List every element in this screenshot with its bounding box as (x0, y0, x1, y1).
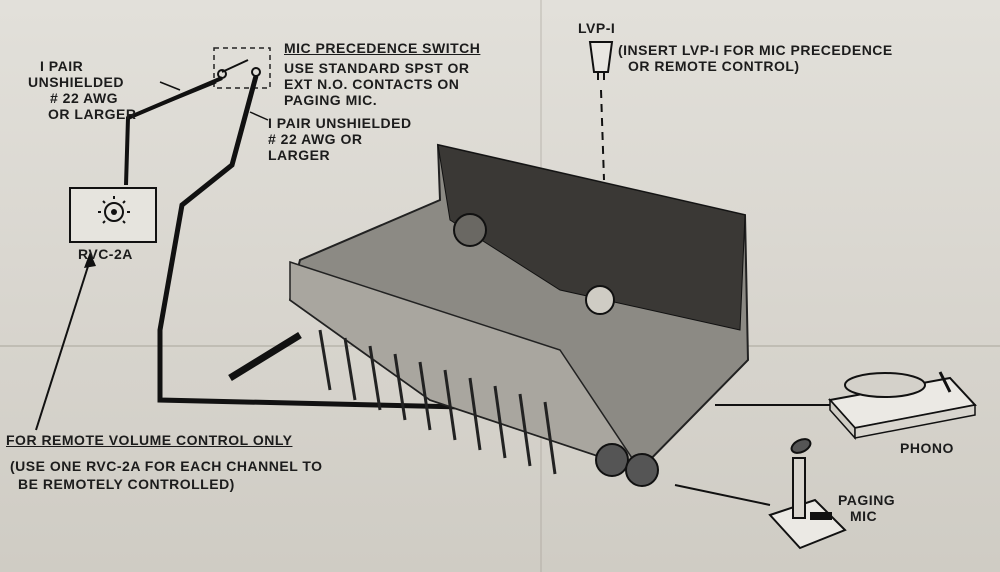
lvp-insert-guide (600, 89, 605, 181)
remote-volume-line2: BE REMOTELY CONTROLLED) (18, 476, 235, 492)
mic-precedence-line1: USE STANDARD SPST OR (284, 60, 470, 76)
lvp-title: LVP-I (578, 20, 616, 36)
switch-contact-right (251, 67, 261, 77)
rvc-rays (98, 196, 130, 224)
lvp-note-line1: (INSERT LVP-I FOR MIC PRECEDENCE (618, 42, 893, 58)
remote-volume-title: FOR REMOTE VOLUME CONTROL ONLY (6, 432, 293, 448)
rvc-knob (104, 202, 124, 222)
paging-mic (768, 438, 847, 550)
rvc-knob-center (111, 209, 117, 215)
right-wire-label-line2: # 22 AWG OR (268, 131, 363, 147)
lvp-1-module (588, 41, 614, 73)
right-wire-label-line1: I PAIR UNSHIELDED (268, 115, 412, 131)
paging-label-line1: PAGING (838, 492, 896, 508)
left-wire-label-line2: UNSHIELDED (28, 74, 125, 90)
phono-label: PHONO (900, 440, 954, 456)
wire-to-paging-mic (674, 484, 771, 506)
mic-precedence-line3: PAGING MIC. (284, 92, 378, 108)
mic-precedence-line2: EXT N.O. CONTACTS ON (284, 76, 460, 92)
pointer-arrowhead-rvc (84, 252, 96, 268)
right-wire-label-line3: LARGER (268, 147, 331, 163)
pointer-to-rvc (35, 259, 91, 431)
mic-precedence-title: MIC PRECEDENCE SWITCH (284, 40, 481, 56)
wire-switch-to-rvc (124, 76, 223, 186)
amplifier-chassis (228, 143, 750, 487)
left-wire-label-line3: # 22 AWG (50, 90, 119, 106)
wire-pair-left (134, 80, 217, 117)
lvp-note-line2: OR REMOTE CONTROL) (628, 58, 800, 74)
switch-dashed-box (213, 47, 271, 89)
left-wire-label-line4: OR LARGER (48, 106, 137, 122)
remote-volume-line1: (USE ONE RVC-2A FOR EACH CHANNEL TO (10, 458, 323, 474)
pointer-left-wire (159, 81, 181, 91)
switch-lever (221, 59, 249, 73)
left-wire-label-line1: I PAIR (40, 58, 84, 74)
paging-label-line2: MIC (850, 508, 878, 524)
pointer-right-wire (249, 111, 269, 121)
phono-turntable (828, 371, 977, 440)
rvc-label: RVC-2A (78, 246, 133, 262)
